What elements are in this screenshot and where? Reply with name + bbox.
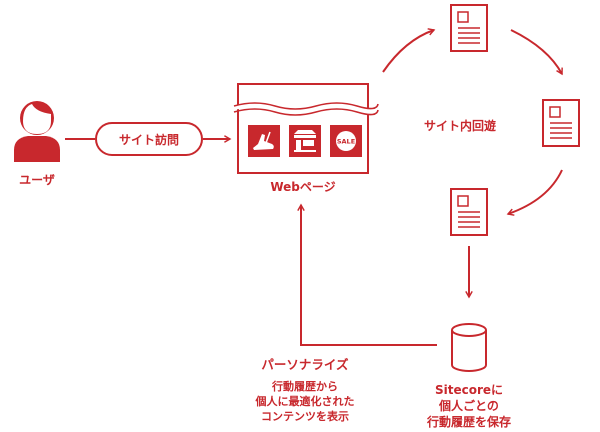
sitecore-storage-label: Sitecoreに 個人ごとの 行動履歴を保存 (404, 382, 534, 430)
site-browse-label: サイト内回遊 (423, 119, 496, 133)
personalize-line-3: コンテンツを表示 (261, 410, 349, 423)
user-label: ユーザ (19, 173, 55, 187)
site-visit-pill: サイト訪問 (95, 122, 203, 156)
doc1-to-doc2-arrow (510, 29, 563, 76)
webpage-label: Webページ (270, 180, 336, 194)
sitecore-line-2: 個人ごとの (439, 399, 499, 413)
sale-tile: SALE (330, 125, 362, 157)
database-icon (451, 323, 487, 372)
user-icon (14, 101, 60, 162)
sale-badge-text: SALE (337, 138, 355, 146)
sitecore-line-3: 行動履歴を保存 (426, 415, 511, 429)
personalize-feedback-arrow (297, 203, 437, 346)
doc2-to-doc3-arrow (506, 169, 563, 216)
site-visit-label: サイト訪問 (118, 132, 179, 147)
shoe-tile (248, 125, 280, 157)
personalize-description: 行動履歴から 個人に最適化された コンテンツを表示 (241, 379, 369, 424)
personalize-title: パーソナライズ (261, 357, 349, 372)
page-document-icon-2 (542, 99, 580, 147)
page-document-icon-1 (450, 4, 488, 52)
personalize-line-2: 個人に最適化された (255, 395, 355, 408)
page-document-icon-3 (450, 188, 488, 236)
shop-tile (289, 125, 321, 157)
personalize-line-1: 行動履歴から (272, 380, 338, 393)
webpage-to-doc1-arrow (382, 28, 436, 73)
sitecore-line-1: Sitecoreに (434, 383, 504, 397)
